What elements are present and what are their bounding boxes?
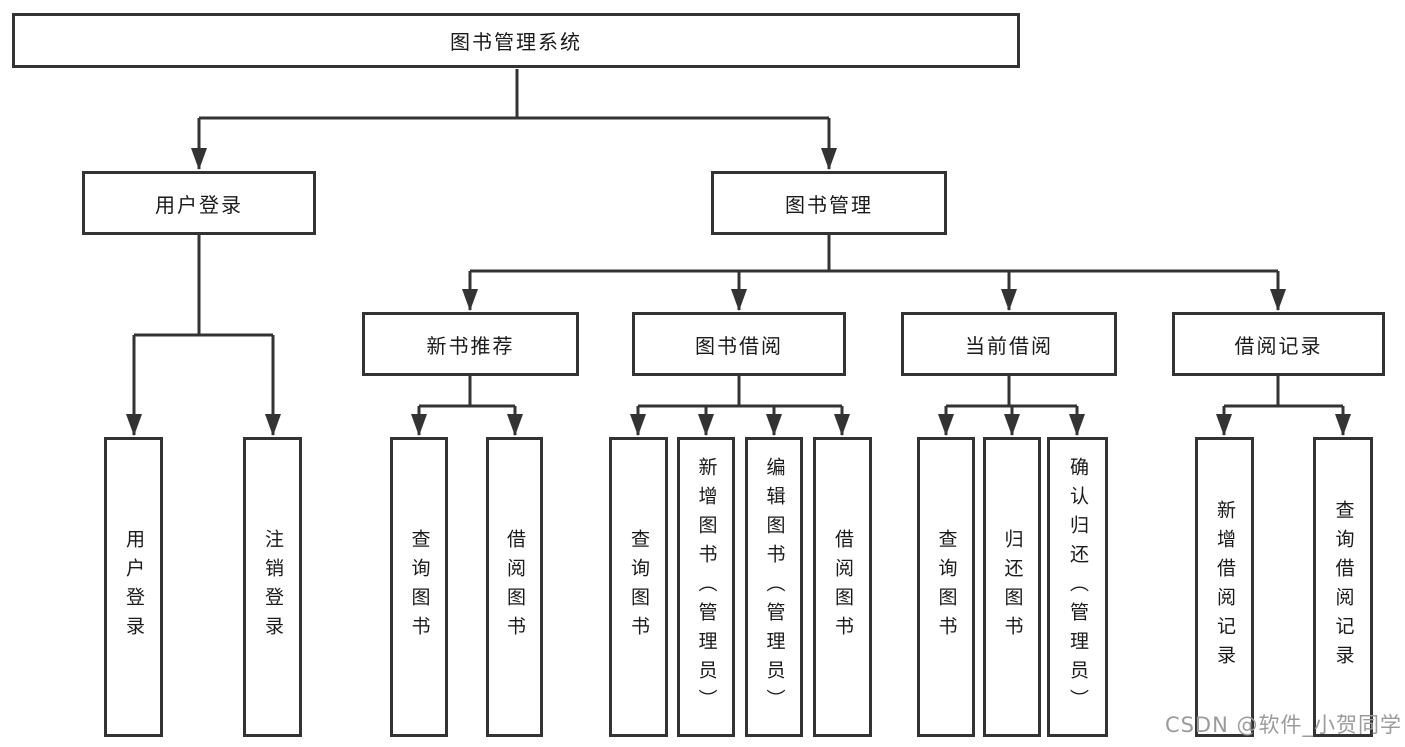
leaf-br-query-record: 查询借阅记录: [1313, 437, 1373, 737]
connector-new-book-recommend-branch: [411, 376, 523, 436]
connector-book-management-branch: [462, 235, 1286, 311]
node-current-borrow: 当前借阅: [901, 312, 1117, 376]
leaf-cb-return-books: 归还图书: [983, 437, 1041, 737]
leaf-label: 编辑图书（管理员）: [763, 456, 786, 718]
leaf-logout: 注销登录: [243, 437, 302, 737]
node-user-login: 用户登录: [82, 171, 316, 235]
leaf-nb-query-books: 查询图书: [390, 437, 448, 737]
leaf-label: 用户登录: [123, 529, 145, 645]
connector-user-login-branch: [126, 235, 281, 436]
node-book-management: 图书管理: [711, 171, 947, 235]
leaf-cb-query-books: 查询图书: [917, 437, 975, 737]
leaf-bb-add-book-admin: 新增图书（管理员）: [677, 437, 735, 737]
leaf-label: 确认归还（管理员）: [1067, 456, 1089, 718]
leaf-label: 查询图书: [935, 529, 958, 645]
leaf-cb-confirm-return-admin: 确认归还（管理员）: [1047, 437, 1108, 737]
leaf-label: 归还图书: [1001, 529, 1024, 645]
connector-borrow-records-branch: [1216, 376, 1351, 436]
leaf-label: 查询借阅记录: [1332, 500, 1355, 674]
connector-root-to-level2: [191, 69, 837, 170]
leaf-br-add-record: 新增借阅记录: [1195, 437, 1254, 737]
connector-book-borrow-branch: [630, 376, 850, 436]
node-borrow-records: 借阅记录: [1172, 312, 1385, 376]
node-new-book-recommend: 新书推荐: [362, 312, 579, 376]
leaf-bb-query-books: 查询图书: [609, 437, 668, 737]
leaf-label: 查询图书: [408, 529, 431, 645]
leaf-label: 借阅图书: [832, 529, 854, 645]
leaf-user-login: 用户登录: [104, 437, 163, 737]
leaf-label: 借阅图书: [504, 529, 526, 645]
node-root-system: 图书管理系统: [12, 13, 1020, 68]
csdn-watermark: CSDN @软件_小贺同学: [1164, 713, 1402, 737]
leaf-bb-edit-book-admin: 编辑图书（管理员）: [745, 437, 803, 737]
leaf-label: 新增借阅记录: [1214, 500, 1236, 674]
leaf-label: 查询图书: [628, 529, 650, 645]
leaf-nb-borrow-books: 借阅图书: [486, 437, 543, 737]
connector-current-borrow-branch: [938, 376, 1085, 436]
leaf-label: 注销登录: [262, 529, 284, 645]
leaf-label: 新增图书（管理员）: [695, 456, 718, 718]
leaf-bb-borrow-books: 借阅图书: [813, 437, 872, 737]
node-book-borrow: 图书借阅: [632, 312, 846, 376]
